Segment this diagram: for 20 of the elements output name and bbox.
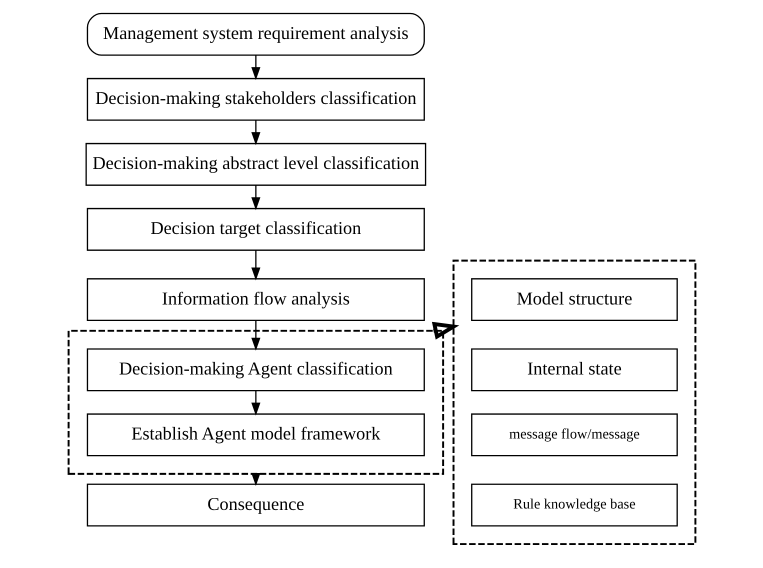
node-box: message flow/message (470, 413, 678, 456)
node-box: Decision-making Agent classification (86, 348, 424, 392)
arrow (250, 320, 260, 351)
cluster (67, 330, 444, 475)
cluster (452, 260, 696, 546)
arrow (250, 55, 260, 80)
node-box: Consequence (86, 484, 424, 527)
node-box: Rule knowledge base (470, 484, 678, 527)
node-box: Model structure (470, 278, 678, 322)
node-box: Establish Agent model framework (86, 413, 424, 456)
node-box: Internal state (470, 348, 678, 392)
arrow (250, 120, 260, 146)
arrow (250, 390, 260, 416)
arrow (250, 185, 260, 210)
node-box: Management system requirement analysis (86, 12, 424, 56)
node-box: Decision-making abstract level classification (85, 142, 426, 186)
node-box: Decision target classification (86, 208, 424, 251)
node-box: Information flow analysis (86, 278, 424, 322)
arrow (250, 250, 260, 281)
node-box: Decision-making stakeholders classification (86, 78, 424, 121)
